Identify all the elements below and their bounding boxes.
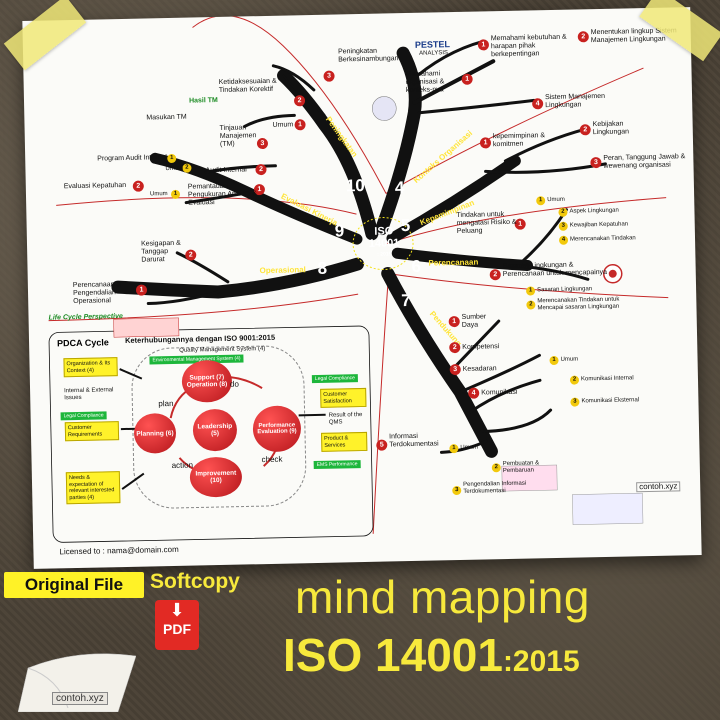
pdca-check: check (261, 454, 283, 465)
center-year: : 2015 (377, 251, 392, 258)
pestel-sub: ANALYSIS (419, 50, 449, 57)
planning-item-4: Kewajiban Kepatuhan (569, 221, 629, 229)
branch-number-7: 7 (401, 290, 411, 311)
support-item-8: Informasi Terdokumentasi (389, 432, 439, 449)
poster-watermark: contoh.xyz (636, 481, 681, 493)
branch-number-8: 8 (317, 258, 328, 278)
org-context-box: Organization & Its Context (4) (63, 357, 118, 378)
download-arrow-icon: ⬇ (169, 600, 185, 620)
support-item-9: Umum (460, 444, 479, 451)
planning-item-8: Merencanakan Tindakan untuk Mencapai sas… (537, 296, 620, 312)
planning-item-7: Sasaran Lingkungan (537, 286, 593, 294)
mind-map-poster: ISO 14001 : 2015 4 5 6 7 8 9 10 Konteks … (22, 7, 702, 569)
result-qms-label: Result of the QMS (328, 412, 363, 426)
support-item-1: Sumber Daya (461, 313, 487, 329)
pdca-action: action (171, 460, 194, 471)
products-services-box: Product & Services (321, 431, 368, 452)
pdca-do: do (229, 379, 239, 389)
mind-mapping-title: mind mapping (295, 571, 590, 623)
support-item-7: Komunikasi Eksternal (581, 397, 640, 405)
support-item-11: Pengendalian Informasi Terdokumentasi (463, 480, 527, 495)
support-item-6: Komunikasi Internal (580, 375, 634, 383)
evaluation-item-2: Audit Internal (205, 166, 247, 175)
softcopy-label: Softcopy (150, 570, 240, 593)
leadership-item-2: Kebijakan Lingkungan (592, 120, 630, 137)
support-item-5: Umum (560, 356, 579, 363)
pdca-title: PDCA Cycle (56, 337, 109, 349)
evaluation-item-6: Pemantauan Pengukuran Analisa & Evaluasi (187, 182, 257, 207)
original-file-badge: Original File (4, 572, 144, 598)
branch-number-6: 6 (411, 256, 422, 276)
support-item-3: Kesadaran (462, 365, 497, 373)
hasil-tm-label: Hasil TM (188, 96, 218, 105)
pestel-title: PESTEL (414, 39, 451, 50)
planning-item-2: Umum (547, 196, 565, 204)
support-item-2: Kompetensi (462, 343, 500, 351)
improvement-item-2: Ketidaksesuaian & Tindakan Korektif (218, 77, 277, 94)
planning-item-6: Sasaran Lingkungan & Perencanaan untuk m… (502, 261, 608, 279)
legal-compliance-left: Legal Compliance (60, 411, 107, 421)
improvement-item-3: Umum (272, 121, 294, 129)
legal-compliance-right: Legal Compliance (311, 374, 359, 384)
context-item-4: Sistem Manajemen Lingkungan (544, 92, 606, 110)
internal-external-label: Internal & External Issues (64, 387, 114, 402)
planning-item-3: Aspek Lingkungan (569, 207, 619, 215)
iso-title-main: ISO 14001 (283, 629, 503, 681)
iso-title-year: :2015 (502, 645, 580, 678)
customer-satisfaction-box: Customer Satisfaction (320, 387, 367, 408)
operation-item-2: Perencanaan & Pengendalian Operasional (72, 281, 122, 306)
evaluation-item-7: Umum (149, 191, 168, 198)
evaluation-item-4: Umum (165, 165, 184, 173)
branch-label-operasional: Operasional (259, 265, 306, 276)
pdf-label: PDF (163, 621, 191, 637)
masukan-tm-label: Masukan TM (146, 113, 187, 122)
banner-watermark: contoh.xyz (52, 692, 108, 705)
branch-label-perencanaan: Perencanaan (428, 257, 479, 268)
pdca-plan: plan (158, 398, 174, 409)
customer-requirements-box: Customer Requirements (64, 421, 120, 442)
context-item-1: Memahami kebutuhan & harapan pihak berke… (490, 33, 567, 59)
planning-item-1: Tindakan untuk mengatasi Risiko & Peluan… (456, 211, 517, 236)
branch-number-5: 5 (400, 215, 411, 236)
leadership-item-3: Peran, Tanggung Jawab & wewenang organis… (603, 153, 686, 170)
evaluation-item-3: Program Audit Internal (97, 154, 167, 163)
planning-item-5: Merencanakan Tindakan (569, 235, 636, 243)
support-item-4: Komunikasi (481, 388, 518, 397)
context-item-3: Memahami organisasi & konteks-nya (405, 70, 445, 95)
evaluation-item-5: Evaluasi Kepatuhan (63, 181, 127, 191)
operation-item-1: Kesigapan & Tanggap Darurat (140, 239, 181, 264)
operation-item-3: Life Cycle Perspective (48, 313, 123, 322)
iso-title: ISO 14001:2015 (283, 628, 580, 682)
leadership-item-1: kepemimpinan & komitmen (492, 132, 546, 149)
branch-number-10: 10 (345, 175, 365, 196)
pdf-icon: ⬇ PDF (155, 600, 199, 650)
support-item-10: Pembuatan & Pembaruan (502, 460, 540, 475)
evaluation-item-1: Tinjauan Manajemen (TM) (219, 124, 257, 148)
needs-expectation-box: Needs & expectation of relevant interest… (65, 471, 121, 505)
ems-performance-label: EMS Performance (313, 460, 361, 470)
improvement-item-1: Peningkatan Berkesinambungan (337, 47, 399, 64)
branch-number-4: 4 (394, 178, 405, 198)
